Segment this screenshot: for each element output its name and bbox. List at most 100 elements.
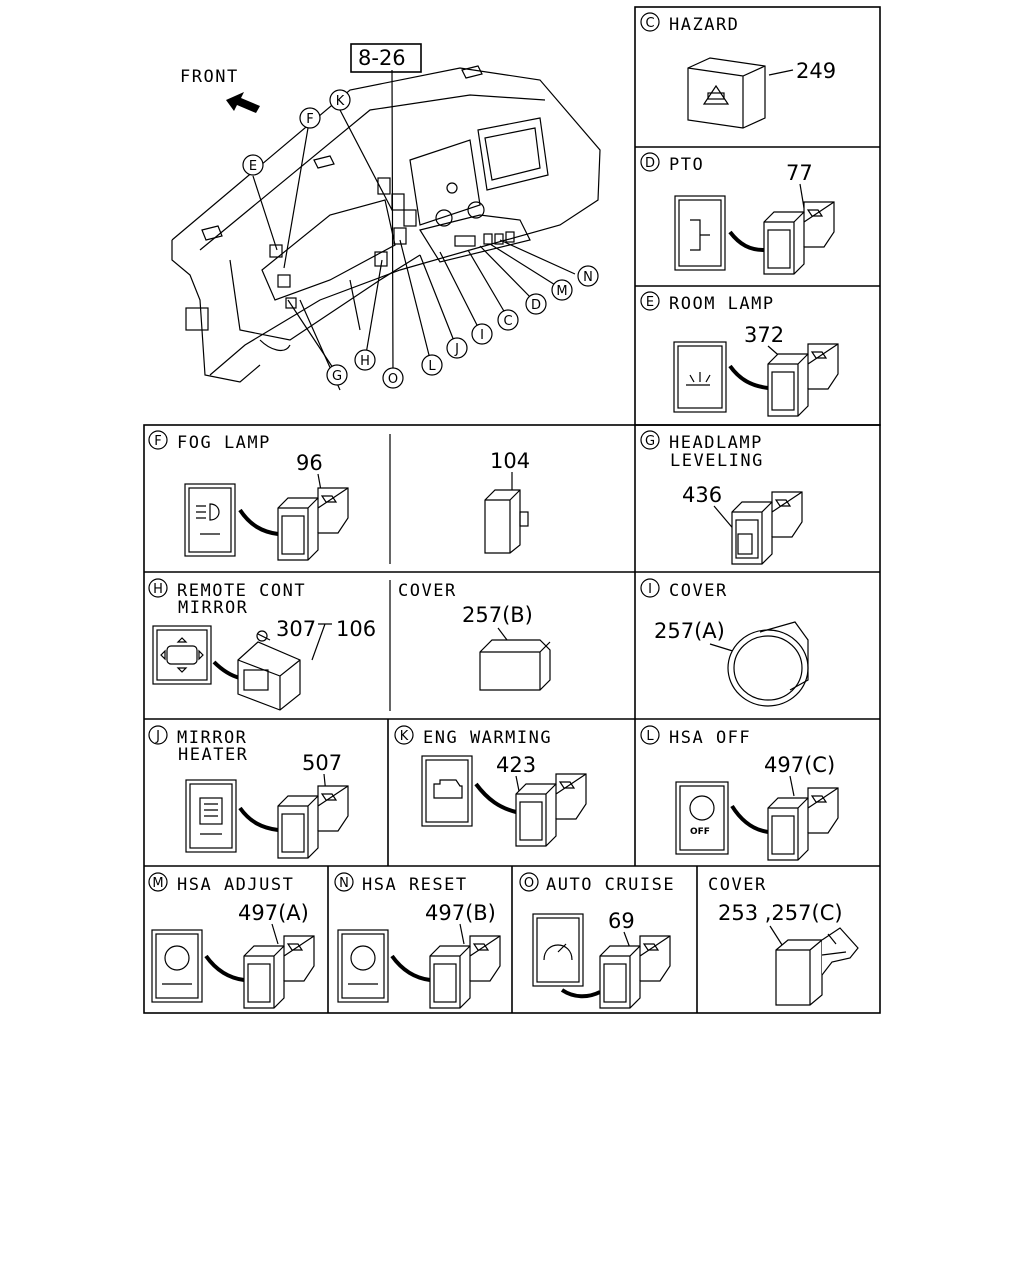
svg-text:106: 106 [336, 617, 376, 641]
mirror-heater-label-icon [185, 779, 237, 853]
front-label: FRONT [180, 67, 239, 87]
svg-text:L: L [646, 729, 654, 744]
svg-text:MIRROR: MIRROR [177, 728, 247, 748]
svg-text:H: H [360, 354, 370, 369]
mirror-switch-icon [237, 630, 301, 711]
panel-room-lamp: E ROOM LAMP 372 [640, 291, 839, 417]
svg-text:HEADLAMP: HEADLAMP [669, 433, 763, 453]
hsa-reset-label-icon [337, 929, 389, 1003]
svg-text:497(A): 497(A) [238, 901, 309, 925]
svg-text:PTO: PTO [669, 155, 704, 175]
callout-E: E [242, 154, 264, 176]
svg-text:F: F [154, 434, 161, 449]
panel-cover-a: I COVER 257(A) [640, 578, 809, 707]
svg-text:G: G [645, 434, 655, 449]
svg-text:O: O [388, 372, 398, 387]
svg-text:69: 69 [608, 909, 635, 933]
svg-text:372: 372 [744, 323, 784, 347]
dashboard-illustration: FRONT 8-26 [171, 43, 601, 391]
cover-c-icon [775, 927, 859, 1006]
callout-F: F [299, 107, 321, 129]
callout-H: H [354, 349, 376, 371]
svg-text:REMOTE CONT: REMOTE CONT [177, 581, 306, 601]
svg-text:COVER: COVER [398, 581, 457, 601]
svg-text:O: O [524, 876, 534, 891]
svg-text:N: N [339, 876, 349, 891]
round-cover-icon [727, 621, 809, 707]
cover-b-icon [479, 639, 551, 691]
svg-text:77: 77 [786, 161, 813, 185]
callout-K: K [329, 89, 351, 111]
fog-lamp-label-icon [184, 483, 236, 557]
svg-text:ROOM LAMP: ROOM LAMP [669, 294, 775, 314]
svg-text:F: F [306, 112, 313, 127]
panel-cover-c: COVER 253 ,257(C) [708, 875, 859, 1006]
svg-text:I: I [648, 582, 652, 597]
svg-text:M: M [152, 876, 163, 891]
callout-C: C [497, 309, 519, 331]
panel-cover-b: COVER 257(B) [398, 581, 551, 691]
mirror-control-label-icon [152, 625, 212, 685]
svg-text:C: C [645, 16, 654, 31]
svg-text:436: 436 [682, 483, 722, 507]
room-lamp-label-icon [673, 341, 727, 413]
panel-mirror-heater: J MIRROR HEATER 507 [148, 725, 349, 859]
panel-auto-cruise: O AUTO CRUISE 69 [519, 872, 675, 1009]
callout-M: M [551, 279, 573, 301]
svg-text:423: 423 [496, 753, 536, 777]
panel-eng-warming: K ENG WARMING 423 [394, 725, 587, 847]
front-arrow-icon [226, 92, 260, 113]
panel-hsa-adjust: M HSA ADJUST 497(A) [148, 872, 315, 1009]
svg-text:J: J [155, 729, 160, 744]
panel-hsa-reset: N HSA RESET 497(B) [334, 872, 501, 1009]
callout-N: N [577, 265, 599, 287]
svg-text:ENG WARMING: ENG WARMING [423, 728, 552, 748]
panel-pto: D PTO 77 [640, 152, 835, 275]
svg-text:K: K [336, 94, 345, 109]
callout-O: O [382, 367, 404, 389]
svg-text:104: 104 [490, 449, 530, 473]
svg-text:D: D [531, 298, 541, 313]
svg-text:HSA RESET: HSA RESET [362, 875, 468, 895]
svg-text:COVER: COVER [708, 875, 767, 895]
panel-hsa-off: L HSA OFF 497(C) OFF [640, 725, 839, 861]
svg-text:D: D [645, 156, 655, 171]
svg-text:M: M [556, 284, 567, 299]
svg-text:HSA ADJUST: HSA ADJUST [177, 875, 294, 895]
svg-text:507: 507 [302, 751, 342, 775]
svg-text:K: K [400, 729, 409, 744]
svg-text:HEATER: HEATER [178, 745, 248, 765]
hazard-switch-icon [687, 57, 766, 129]
svg-text:G: G [332, 369, 342, 384]
panel-hazard: C HAZARD 249 [640, 12, 836, 129]
svg-text:N: N [583, 270, 593, 285]
callout-J: J [446, 337, 468, 359]
svg-text:257(A): 257(A) [654, 619, 725, 643]
panel-remote-mirror: H REMOTE CONT MIRROR 307 106 [148, 578, 376, 711]
panel-headlamp-leveling: G HEADLAMP LEVELING 436 [640, 430, 803, 565]
svg-text:J: J [454, 342, 459, 357]
callout-L: L [421, 354, 443, 376]
svg-text:497(B): 497(B) [425, 901, 496, 925]
svg-text:L: L [428, 359, 436, 374]
svg-text:96: 96 [296, 451, 323, 475]
svg-text:497(C): 497(C) [764, 753, 835, 777]
svg-text:AUTO CRUISE: AUTO CRUISE [546, 875, 675, 895]
svg-text:E: E [249, 159, 257, 174]
svg-text:FOG LAMP: FOG LAMP [177, 433, 271, 453]
relay-104-icon [484, 489, 529, 554]
callout-I: I [471, 323, 493, 345]
svg-text:8-26: 8-26 [358, 46, 406, 70]
pto-label-icon [674, 195, 726, 271]
svg-text:249: 249 [796, 59, 836, 83]
callout-D: D [525, 293, 547, 315]
ref-box: 8-26 [350, 43, 422, 73]
svg-text:E: E [646, 295, 654, 310]
svg-text:LEVELING: LEVELING [670, 451, 764, 471]
panel-grid [143, 6, 881, 1014]
hsa-off-label-icon: OFF [675, 781, 729, 855]
svg-text:HAZARD: HAZARD [669, 15, 739, 35]
svg-text:HSA OFF: HSA OFF [669, 728, 751, 748]
svg-text:H: H [153, 582, 163, 597]
